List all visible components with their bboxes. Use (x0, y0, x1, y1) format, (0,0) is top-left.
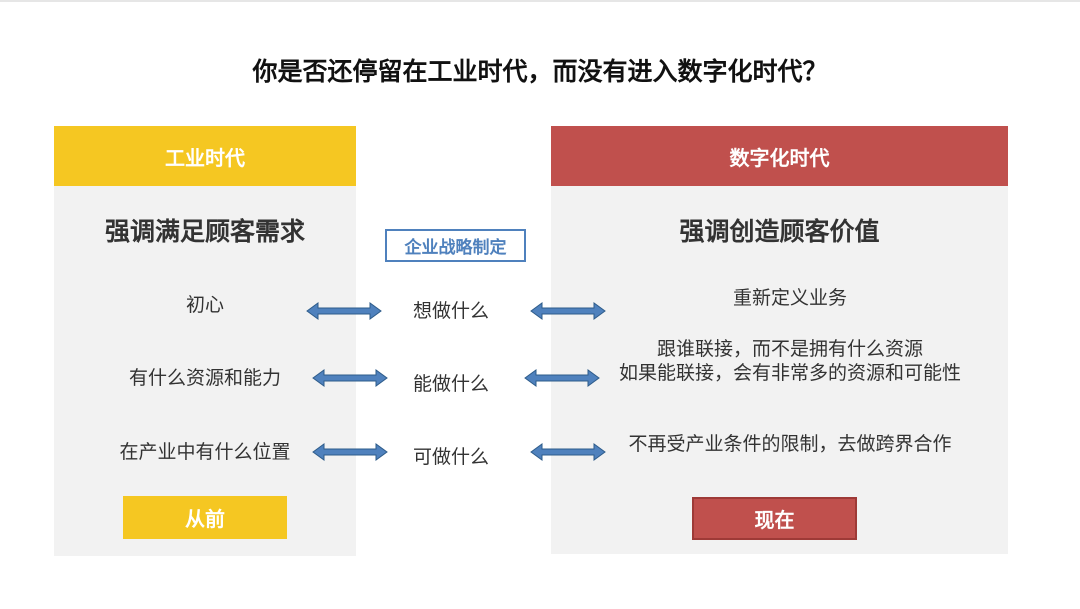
mid-label-can: 能做什么 (412, 373, 489, 395)
mid-label-may: 可做什么 (412, 446, 489, 468)
left-item-2: 有什么资源和能力 (128, 367, 281, 389)
double-arrow-icon (312, 369, 388, 387)
industrial-era-subtitle: 强调满足顾客需求 (104, 217, 305, 246)
double-arrow-icon (306, 302, 382, 320)
right-item-2-line-2: 如果能联接，会有非常多的资源和可能性 (618, 362, 961, 384)
top-divider (0, 0, 1080, 2)
digital-era-subtitle: 强调创造顾客价值 (679, 217, 880, 246)
right-item-1: 重新定义业务 (732, 287, 847, 309)
double-arrow-icon (524, 369, 600, 387)
right-item-2-line-1: 跟谁联接，而不是拥有什么资源 (656, 338, 923, 360)
left-item-1: 初心 (185, 294, 224, 316)
industrial-era-panel: 工业时代 强调满足顾客需求 (54, 126, 356, 556)
digital-era-panel: 数字化时代 强调创造顾客价值 (551, 126, 1008, 554)
now-tag: 现在 (692, 497, 857, 540)
double-arrow-icon (530, 302, 606, 320)
double-arrow-icon (312, 443, 388, 461)
page-title: 你是否还停留在工业时代，而没有进入数字化时代？ (252, 57, 828, 86)
double-arrow-icon (530, 443, 606, 461)
industrial-era-header: 工业时代 (54, 126, 356, 186)
strategy-box: 企业战略制定 (385, 229, 526, 262)
digital-era-header: 数字化时代 (551, 126, 1008, 186)
right-item-3: 不再受产业条件的限制，去做跨界合作 (628, 433, 952, 455)
left-item-3: 在产业中有什么位置 (119, 441, 291, 463)
past-tag: 从前 (123, 496, 287, 539)
mid-label-want: 想做什么 (412, 300, 489, 322)
